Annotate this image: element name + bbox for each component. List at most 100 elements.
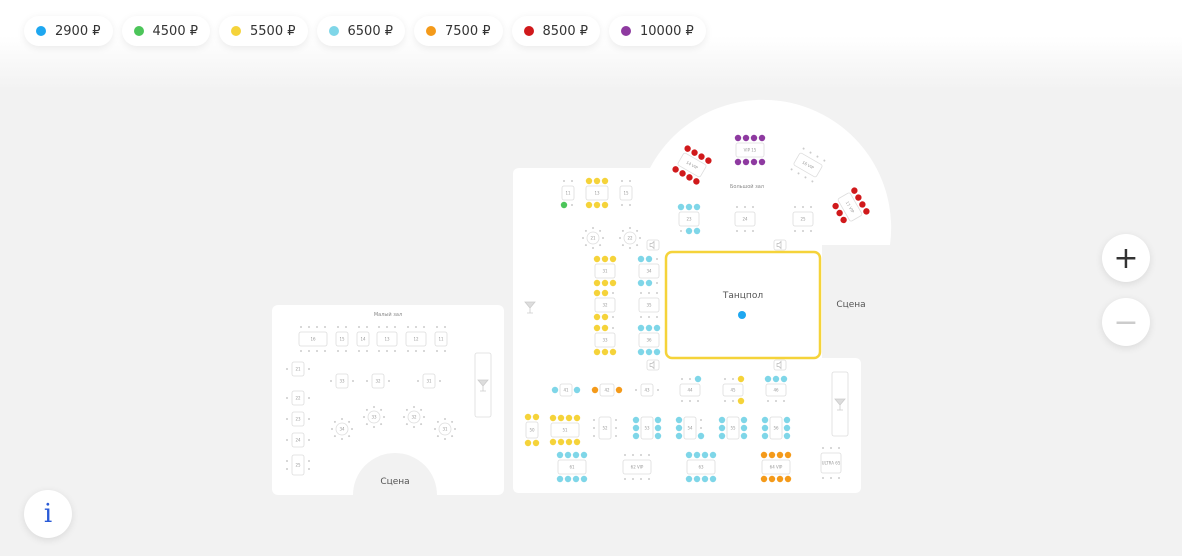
seat[interactable] bbox=[601, 177, 609, 185]
table-45[interactable]: 45 bbox=[722, 375, 745, 405]
seat[interactable] bbox=[601, 324, 609, 332]
table-15[interactable]: 15 bbox=[619, 180, 633, 206]
seat[interactable] bbox=[709, 451, 717, 459]
seat[interactable] bbox=[615, 386, 623, 394]
seat[interactable] bbox=[854, 193, 863, 202]
seat[interactable] bbox=[601, 348, 609, 356]
seat[interactable] bbox=[556, 451, 564, 459]
seat[interactable] bbox=[740, 432, 748, 440]
seat[interactable] bbox=[764, 375, 772, 383]
seat[interactable] bbox=[784, 475, 792, 483]
seat[interactable] bbox=[685, 227, 693, 235]
table-61[interactable]: 61 bbox=[556, 451, 588, 483]
seat[interactable] bbox=[693, 451, 701, 459]
seat[interactable] bbox=[850, 186, 859, 195]
legend-item-4[interactable]: 7500 ₽ bbox=[414, 16, 503, 46]
seat[interactable] bbox=[693, 203, 701, 211]
seat[interactable] bbox=[683, 144, 692, 153]
table-33[interactable]: 33 bbox=[593, 324, 617, 356]
seat[interactable] bbox=[718, 432, 726, 440]
seat[interactable] bbox=[776, 475, 784, 483]
seat[interactable] bbox=[737, 397, 745, 405]
seat[interactable] bbox=[831, 202, 840, 211]
seat[interactable] bbox=[585, 201, 593, 209]
seat[interactable] bbox=[835, 209, 844, 218]
table-52[interactable]: 52 bbox=[593, 416, 617, 440]
table-12[interactable]: 12 bbox=[405, 326, 427, 352]
seat[interactable] bbox=[551, 386, 559, 394]
dance-floor[interactable] bbox=[664, 250, 822, 360]
table-16[interactable]: 16 bbox=[298, 326, 328, 352]
table-32[interactable]: 32 bbox=[593, 289, 616, 321]
seat[interactable] bbox=[632, 416, 640, 424]
seat[interactable] bbox=[637, 255, 645, 263]
seat[interactable] bbox=[692, 177, 701, 186]
table-55[interactable]: 55 bbox=[718, 416, 748, 440]
seat[interactable] bbox=[565, 438, 573, 446]
seat[interactable] bbox=[573, 438, 581, 446]
seat[interactable] bbox=[654, 432, 662, 440]
table-vip-15[interactable]: VIP 15 bbox=[734, 134, 766, 166]
seat[interactable] bbox=[693, 475, 701, 483]
table-32[interactable]: 32 bbox=[403, 406, 425, 428]
seat[interactable] bbox=[572, 475, 580, 483]
seat[interactable] bbox=[532, 413, 540, 421]
seat[interactable] bbox=[690, 148, 699, 157]
table-22[interactable]: 22 bbox=[619, 227, 641, 249]
seat[interactable] bbox=[654, 424, 662, 432]
seat[interactable] bbox=[593, 177, 601, 185]
seat[interactable] bbox=[609, 279, 617, 287]
seat[interactable] bbox=[740, 424, 748, 432]
seat[interactable] bbox=[780, 375, 788, 383]
seat[interactable] bbox=[709, 475, 717, 483]
seat[interactable] bbox=[704, 156, 713, 165]
seat[interactable] bbox=[734, 134, 742, 142]
table-14[interactable]: 14 bbox=[356, 326, 370, 352]
seat[interactable] bbox=[784, 451, 792, 459]
table-31[interactable]: 31 bbox=[434, 418, 456, 440]
seat[interactable] bbox=[685, 173, 694, 182]
zoom-out-button[interactable]: − bbox=[1102, 298, 1150, 346]
table-62-vip[interactable]: 62 VIP bbox=[622, 454, 652, 480]
legend-item-6[interactable]: 10000 ₽ bbox=[609, 16, 706, 46]
seat[interactable] bbox=[760, 475, 768, 483]
table-21[interactable]: 21 bbox=[286, 361, 310, 377]
seat[interactable] bbox=[601, 313, 609, 321]
seat[interactable] bbox=[556, 475, 564, 483]
table-56[interactable]: 56 bbox=[761, 416, 791, 440]
seat[interactable] bbox=[685, 203, 693, 211]
seat[interactable] bbox=[675, 416, 683, 424]
table-13[interactable]: 13 bbox=[376, 326, 398, 352]
table-34[interactable]: 34 bbox=[637, 255, 660, 287]
seat[interactable] bbox=[572, 451, 580, 459]
table-ultra-65[interactable]: ULTRA 65 bbox=[820, 447, 842, 479]
table-33[interactable]: 33 bbox=[363, 406, 385, 428]
table-25[interactable]: 25 bbox=[286, 454, 310, 476]
seat[interactable] bbox=[524, 439, 532, 447]
seat[interactable] bbox=[524, 413, 532, 421]
seat[interactable] bbox=[549, 438, 557, 446]
seat[interactable] bbox=[685, 451, 693, 459]
seat[interactable] bbox=[653, 348, 661, 356]
table-22[interactable]: 22 bbox=[286, 390, 310, 406]
table-11[interactable]: 11 bbox=[434, 326, 448, 352]
table-36[interactable]: 36 bbox=[637, 324, 661, 356]
seat[interactable] bbox=[573, 414, 581, 422]
seat[interactable] bbox=[776, 451, 784, 459]
table-16-vip[interactable]: 16 VIP bbox=[790, 147, 826, 183]
legend-item-1[interactable]: 4500 ₽ bbox=[121, 16, 210, 46]
seat[interactable] bbox=[593, 279, 601, 287]
legend-item-5[interactable]: 8500 ₽ bbox=[511, 16, 600, 46]
table-23[interactable]: 23 bbox=[286, 411, 310, 427]
seat[interactable] bbox=[564, 451, 572, 459]
seat[interactable] bbox=[858, 200, 867, 209]
seat[interactable] bbox=[532, 439, 540, 447]
seat[interactable] bbox=[645, 279, 653, 287]
seat[interactable] bbox=[693, 227, 701, 235]
table-33[interactable]: 33 bbox=[330, 373, 354, 389]
table-21[interactable]: 21 bbox=[582, 227, 604, 249]
seat[interactable] bbox=[862, 207, 871, 216]
seat[interactable] bbox=[593, 324, 601, 332]
table-63[interactable]: 63 bbox=[685, 451, 717, 483]
